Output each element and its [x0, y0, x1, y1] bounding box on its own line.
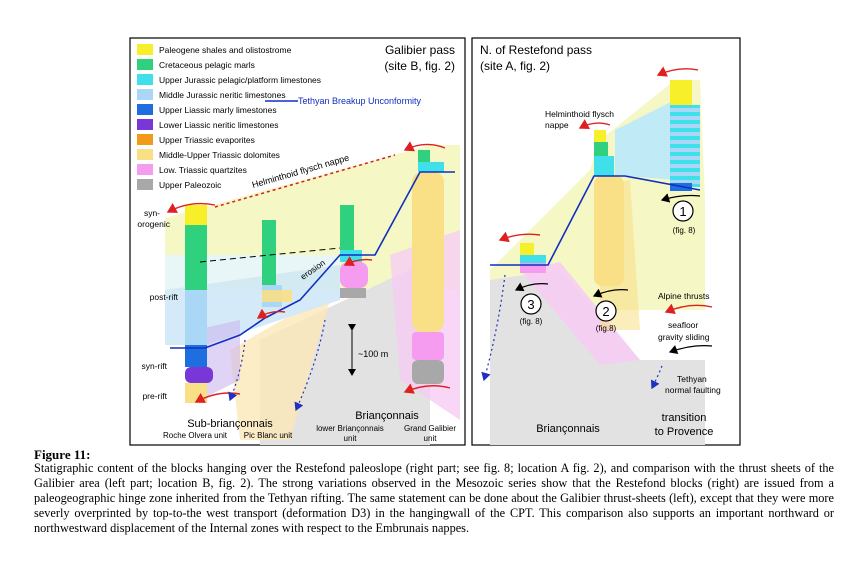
right-normal-fault	[481, 274, 506, 382]
caption-title: Figure 11:	[34, 447, 91, 462]
marker-num-1: 1	[679, 204, 686, 219]
legend-label: Low. Triassic quartzites	[159, 165, 247, 175]
left-brianconnais-label: Briançonnais	[355, 410, 419, 422]
flysch-nappe-base	[214, 154, 396, 208]
stage-syn-rift: syn-rift	[142, 361, 168, 371]
column-roche-olvera	[185, 205, 213, 403]
right-quartzite-bg	[520, 262, 640, 365]
legend: Paleogene shales and olistostromeCretace…	[137, 44, 422, 190]
right-seafloor-2	[592, 288, 629, 298]
right-nappe-2: nappe	[545, 120, 569, 130]
legend-swatch	[137, 179, 153, 190]
stage-post-rift: post-rift	[150, 292, 179, 302]
right-seafloor-1	[660, 193, 701, 203]
legend-label: Upper Jurassic pelagic/platform limeston…	[159, 75, 321, 85]
right-nappe-1: Helminthoid flysch	[545, 109, 614, 119]
unconformity-label: Tethyan Breakup Unconformity	[298, 96, 422, 106]
transition-label-1: transition	[662, 412, 707, 424]
legend-label: Middle Jurassic neritic limestones	[159, 90, 286, 100]
right-text-labels: N. of Restefond pass (site A, fig. 2) He…	[480, 43, 721, 438]
right-thrust-3	[498, 231, 541, 243]
legend-label: Upper Liassic marly limestones	[159, 105, 277, 115]
right-thrust-2	[578, 119, 611, 129]
legend-swatch	[137, 74, 153, 85]
stage-syn-1: syn-	[144, 208, 160, 218]
key-thrust-symbol	[664, 303, 713, 314]
thrust-arrow-2	[403, 141, 446, 152]
left-panel	[129, 37, 466, 446]
column-restefond-3	[520, 243, 546, 273]
legend-label: Lower Liassic neritic limestones	[159, 120, 279, 130]
column-pic-blanc	[262, 220, 292, 307]
legend-swatch	[137, 134, 153, 145]
legend-label: Middle-Upper Triassic dolomites	[159, 150, 280, 160]
column-grand-galibier	[412, 150, 444, 384]
key-tethyan-label-2: normal faulting	[665, 385, 721, 395]
normal-fault-1	[228, 339, 246, 402]
left-title-2: (site B, fig. 2)	[384, 59, 455, 73]
unit-lower-brianconnais: lower Briançonnais	[316, 424, 384, 433]
right-title-2: (site A, fig. 2)	[480, 59, 550, 73]
column-restefond-2	[594, 130, 624, 286]
unit-grand-galibier-2: unit	[424, 434, 438, 443]
unit-lower-brianconnais-2: unit	[344, 434, 358, 443]
sub-brianconnais-label: Sub-briançonnais	[187, 418, 273, 430]
key-seafloor-label-1: seafloor	[668, 320, 698, 330]
left-unconformity-line	[170, 171, 455, 349]
marker-circle-1	[672, 200, 694, 222]
right-unconformity-line	[490, 175, 701, 266]
stratigraphic-figure: Paleogene shales and olistostromeCretace…	[129, 37, 741, 446]
key-seafloor-symbol	[668, 345, 713, 355]
legend-swatch	[137, 44, 153, 55]
scale-label: ~100 m	[358, 349, 388, 359]
legend-label: Upper Triassic evaporites	[159, 135, 255, 145]
legend-swatch	[137, 164, 153, 175]
right-title-1: N. of Restefond pass	[480, 43, 592, 57]
marker-num-3: 3	[527, 297, 534, 312]
right-seafloor-3	[514, 282, 549, 292]
unit-pic-blanc: Pic Blanc unit	[244, 431, 293, 440]
column-lower-brianconnais	[340, 205, 368, 298]
syn-orogenic-wedge	[165, 145, 460, 290]
marker-circle-2	[595, 300, 617, 322]
transition-label-2: to Provence	[655, 426, 714, 438]
legend-swatch	[137, 149, 153, 160]
stage-syn-2: orogenic	[137, 219, 170, 229]
legend-swatch	[137, 89, 153, 100]
legend-label: Paleogene shales and olistostrome	[159, 45, 292, 55]
legend-swatch	[137, 119, 153, 130]
right-brianconnais-label: Briançonnais	[536, 423, 600, 435]
thrust-arrow-6	[403, 383, 451, 394]
left-dolomite-bg	[230, 300, 330, 440]
column-restefond-1	[670, 80, 700, 191]
caption-text: Statigraphic content of the blocks hangi…	[34, 461, 834, 535]
left-paleozoic-bg	[260, 260, 430, 445]
left-jurassic-bg	[165, 265, 340, 345]
right-thrust-1	[656, 66, 699, 77]
left-title-1: Galibier pass	[385, 43, 455, 57]
right-jurassic-bg	[615, 100, 675, 180]
legend-label: Cretaceous pelagic marls	[159, 60, 255, 70]
right-panel	[471, 37, 741, 446]
stage-pre-rift: pre-rift	[142, 391, 167, 401]
thrust-arrow-4	[343, 256, 373, 266]
legend-label: Upper Paleozoic	[159, 180, 222, 190]
thrust-arrow-1	[166, 202, 216, 213]
marker-ref-2: (fig.8)	[596, 324, 617, 333]
key-thrusts-label: Alpine thrusts	[658, 291, 710, 301]
legend-swatch	[137, 59, 153, 70]
marker-ref-1: (fig. 8)	[673, 226, 696, 235]
marker-num-2: 2	[602, 304, 609, 319]
key-tethyan-label-1: Tethyan	[677, 374, 707, 384]
unit-roche-olvera: Roche Olvera unit	[163, 431, 228, 440]
key-seafloor-label-2: gravity sliding	[658, 332, 710, 342]
post-rift-band-pale	[165, 255, 340, 290]
marker-ref-3: (fig. 8)	[520, 317, 543, 326]
legend-swatch	[137, 104, 153, 115]
black-dashed-line	[199, 247, 341, 263]
thrust-arrow-3	[256, 308, 286, 319]
unit-grand-galibier: Grand Galibier	[404, 424, 456, 433]
marker-circle-3	[520, 293, 542, 315]
